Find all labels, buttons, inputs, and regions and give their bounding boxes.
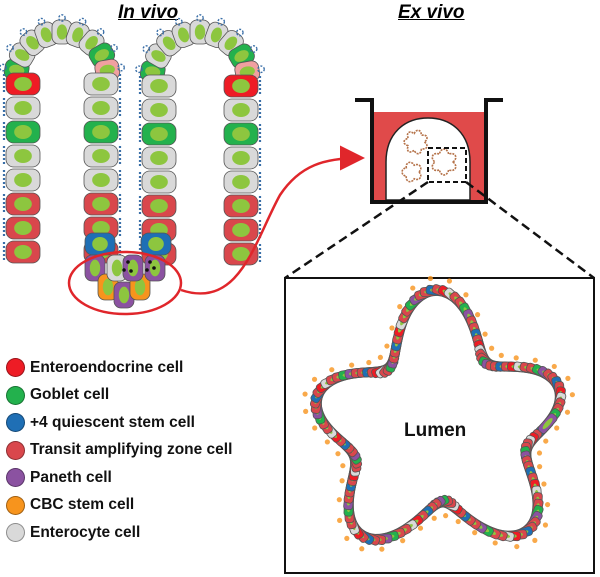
organoid — [302, 275, 575, 552]
well-walls — [355, 98, 503, 204]
zoom-box — [427, 147, 467, 183]
goblet-swatch — [6, 385, 25, 405]
lumen-label: Lumen — [404, 420, 467, 441]
villus-cell — [223, 170, 259, 194]
villus-cell — [5, 72, 41, 96]
villus-cell — [223, 218, 259, 242]
villus-cell — [141, 98, 177, 122]
villus-cell — [83, 168, 119, 192]
crypt-cell — [113, 281, 135, 309]
legend-item-transit-amplifying: Transit amplifying zone cell — [6, 437, 232, 465]
legend-label-transit-amplifying: Transit amplifying zone cell — [30, 441, 233, 459]
in-vivo-title: In vivo — [118, 2, 179, 23]
villus-cell — [83, 144, 119, 168]
legend-item-enterocyte: Enterocyte cell — [6, 519, 232, 547]
legend-label-goblet: Goblet cell — [30, 386, 110, 404]
quiescent-stem-swatch — [6, 413, 25, 433]
legend-item-goblet: Goblet cell — [6, 382, 232, 410]
villus-cell — [5, 192, 41, 216]
villus-cell — [83, 120, 119, 144]
villus-cell — [5, 144, 41, 168]
villus-cell — [141, 194, 177, 218]
villus-cell — [141, 170, 177, 194]
villus-cell — [223, 98, 259, 122]
villus-cell — [141, 122, 177, 146]
legend-label-quiescent-stem: +4 quiescent stem cell — [30, 413, 195, 431]
villus-cell — [223, 146, 259, 170]
legend-label-enteroendocrine: Enteroendocrine cell — [30, 358, 184, 376]
culture-well — [355, 98, 503, 204]
villus-cell — [5, 96, 41, 120]
legend-item-paneth: Paneth cell — [6, 464, 232, 492]
villus-cell — [5, 168, 41, 192]
cell-type-legend: Enteroendocrine cell Goblet cell +4 quie… — [6, 354, 232, 547]
crypt-cell — [122, 254, 144, 282]
legend-label-paneth: Paneth cell — [30, 468, 112, 486]
villus-cell — [5, 120, 41, 144]
zoom-line-left — [284, 180, 429, 280]
mini-organoids — [401, 129, 457, 183]
legend-label-enterocyte: Enterocyte cell — [30, 523, 141, 541]
villus-tip-cell — [189, 19, 211, 45]
villus-cell — [83, 96, 119, 120]
quiescent-stem-cell — [140, 232, 172, 256]
zoom-line-right — [465, 181, 595, 279]
transit-amplifying-swatch — [6, 440, 25, 460]
villus-cell — [5, 240, 41, 264]
crypt-cell — [84, 254, 106, 282]
in-vivo-crypt-villus — [0, 14, 265, 309]
legend-item-quiescent-stem: +4 quiescent stem cell — [6, 409, 232, 437]
crypt-highlight-ellipse — [67, 250, 183, 316]
legend-item-cbc-stem: CBC stem cell — [6, 492, 232, 520]
villus-cell — [83, 72, 119, 96]
quiescent-stem-cell — [84, 232, 116, 256]
villus-cell — [223, 194, 259, 218]
cbc-stem-swatch — [6, 495, 25, 515]
villus-cell — [223, 242, 259, 266]
legend-item-enteroendocrine: Enteroendocrine cell — [6, 354, 232, 382]
ex-vivo-title: Ex vivo — [398, 2, 465, 23]
villus-cell — [5, 216, 41, 240]
villus-cell — [141, 74, 177, 98]
organoid-cell — [537, 413, 558, 434]
enterocyte-swatch — [6, 523, 25, 543]
villus-cell — [141, 146, 177, 170]
legend-label-cbc-stem: CBC stem cell — [30, 496, 135, 514]
villus-cell — [83, 192, 119, 216]
paneth-swatch — [6, 468, 25, 488]
villus-cell — [223, 122, 259, 146]
transfer-arrow — [180, 145, 365, 295]
villus-cell — [223, 74, 259, 98]
enteroendocrine-swatch — [6, 358, 25, 378]
